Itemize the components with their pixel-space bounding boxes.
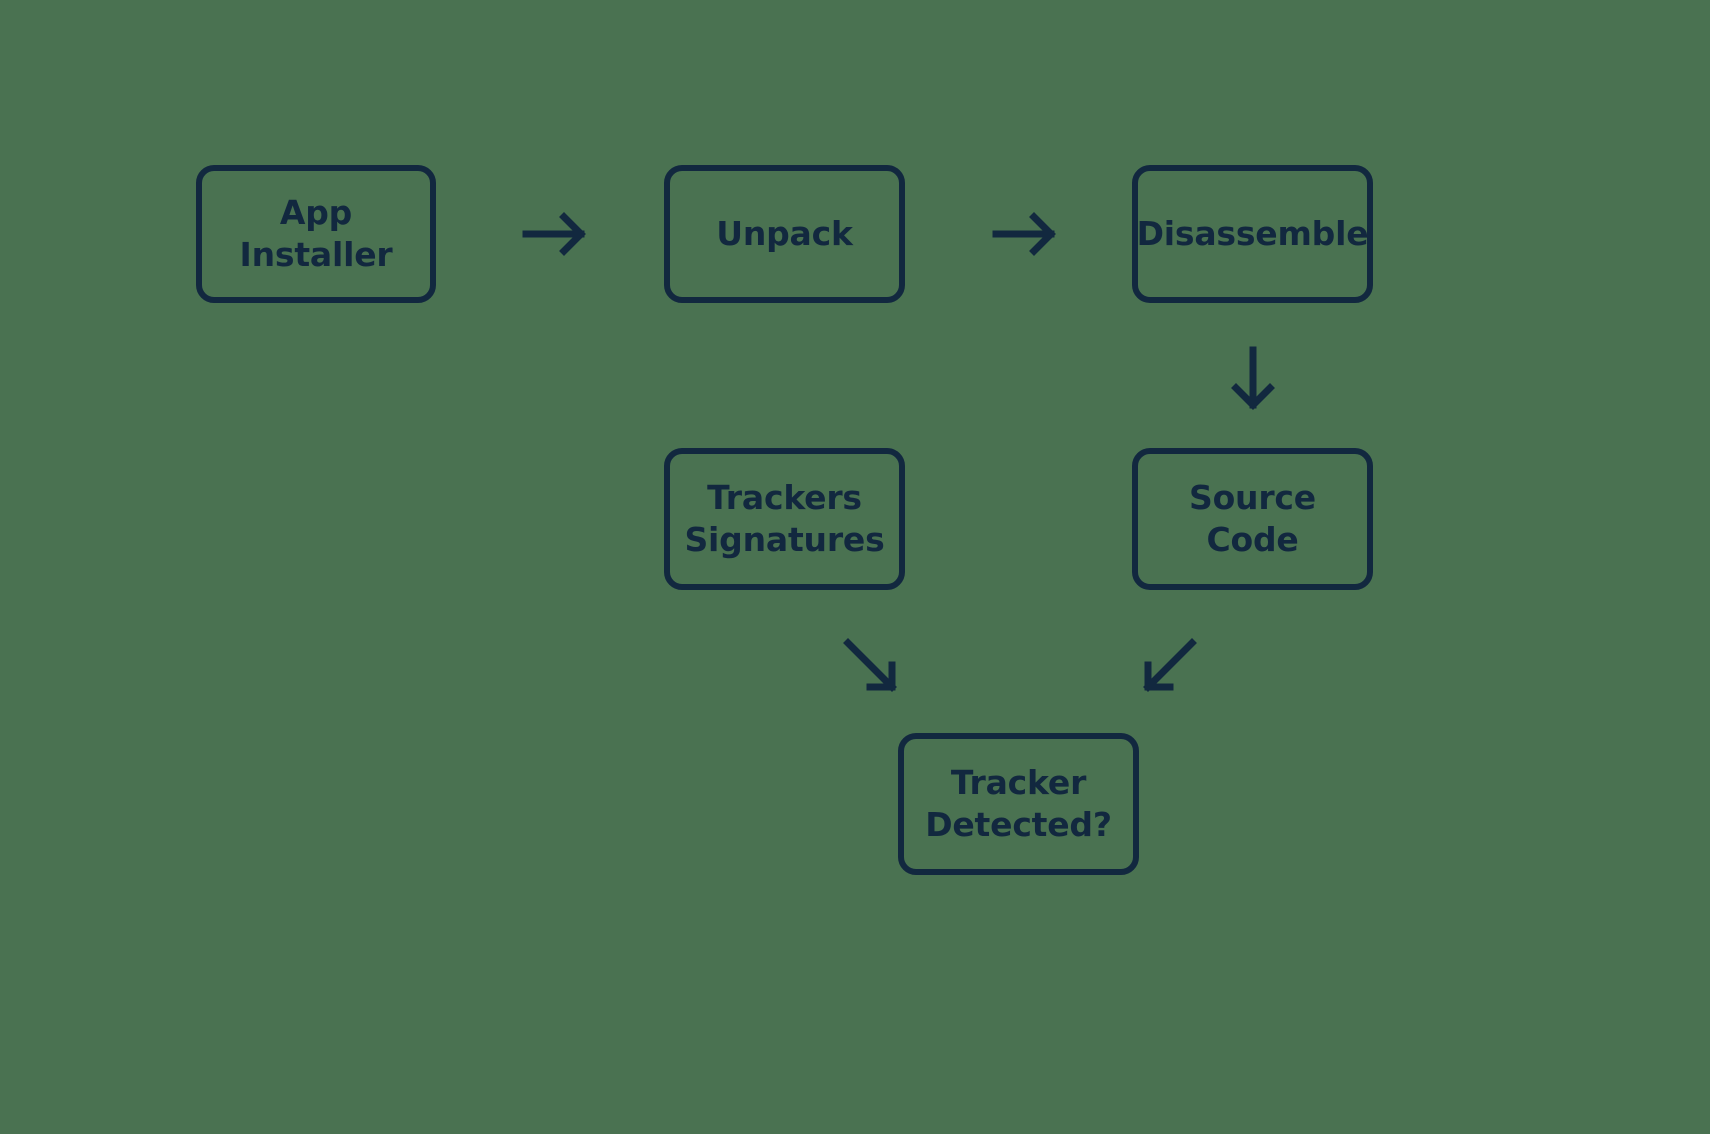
arrow-right-icon: [992, 205, 1056, 263]
node-disassemble[interactable]: Disassemble: [1132, 165, 1373, 303]
node-unpack[interactable]: Unpack: [664, 165, 905, 303]
arrow-down-icon: [1224, 346, 1282, 410]
node-label-source-code: Source Code: [1189, 477, 1316, 559]
node-trackers-signatures[interactable]: Trackers Signatures: [664, 448, 905, 590]
node-label-unpack: Unpack: [716, 213, 853, 253]
node-label-app-installer: App Installer: [239, 192, 393, 274]
node-label-disassemble: Disassemble: [1136, 213, 1369, 253]
node-app-installer[interactable]: App Installer: [196, 165, 436, 303]
arrow-right-icon: [522, 205, 586, 263]
node-source-code[interactable]: Source Code: [1132, 448, 1373, 590]
arrow-down-left-icon: [1143, 638, 1197, 692]
node-tracker-detected[interactable]: Tracker Detected?: [898, 733, 1139, 875]
node-label-tracker-detected: Tracker Detected?: [925, 762, 1112, 844]
node-label-trackers-signatures: Trackers Signatures: [684, 477, 885, 559]
arrow-down-right-icon: [843, 638, 897, 692]
